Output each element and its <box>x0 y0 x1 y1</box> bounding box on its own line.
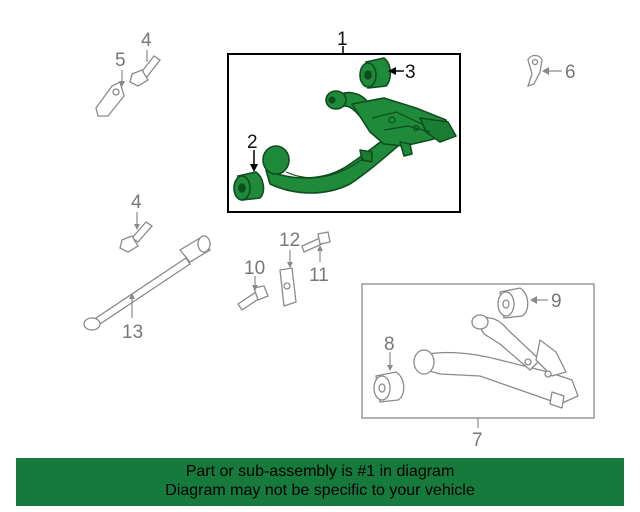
upper-control-arm <box>262 90 457 194</box>
callout-11: 11 <box>309 265 329 286</box>
callout-2: 2 <box>247 132 258 153</box>
bushing-2 <box>233 171 265 201</box>
callout-13: 13 <box>122 322 143 343</box>
arrow-10 <box>252 285 258 291</box>
assembly-1-group[interactable]: 1 <box>227 29 461 213</box>
callout-10: 10 <box>244 258 265 279</box>
arrow-5 <box>119 81 125 87</box>
arrow-8 <box>387 365 393 371</box>
footer-banner: Part or sub-assembly is #1 in diagram Di… <box>16 458 624 506</box>
bushing-8 <box>373 371 405 403</box>
bolt-4-top[interactable] <box>129 55 161 87</box>
arrow-9 <box>530 296 537 304</box>
callout-5: 5 <box>115 50 126 71</box>
callout-12: 12 <box>279 230 300 251</box>
parts-diagram: 1 <box>83 29 595 451</box>
arrow-6 <box>542 67 549 75</box>
callout-6: 6 <box>565 62 576 83</box>
arrow-2 <box>250 164 258 172</box>
bolt-4-left[interactable] <box>119 221 153 253</box>
arrow-11 <box>317 245 323 251</box>
arrow-12 <box>287 262 293 268</box>
callout-1: 1 <box>337 29 348 50</box>
footer-line-1: Part or sub-assembly is #1 in diagram <box>185 463 455 480</box>
arrow-3 <box>388 67 396 75</box>
bushing-9 <box>497 287 529 319</box>
callout-9: 9 <box>551 291 562 312</box>
link-13[interactable] <box>83 235 211 331</box>
plate-12[interactable] <box>279 267 297 307</box>
bolt-10[interactable] <box>237 285 269 311</box>
upper-control-arm-details <box>285 96 431 179</box>
bracket-5[interactable] <box>95 81 125 117</box>
bushing-3 <box>359 57 392 89</box>
callout-3: 3 <box>405 62 416 83</box>
assembly-7-group[interactable]: 7 9 8 <box>361 283 595 451</box>
arrow-4-left <box>134 224 140 230</box>
callout-7: 7 <box>472 430 483 451</box>
callout-8: 8 <box>384 334 395 355</box>
bracket-6[interactable] <box>526 54 543 88</box>
arrow-13 <box>129 293 135 299</box>
callout-4-left: 4 <box>131 192 142 213</box>
bolt-11[interactable] <box>301 231 331 253</box>
lower-control-arm <box>413 314 579 409</box>
callout-4-top: 4 <box>141 30 152 51</box>
footer-line-2: Diagram may not be specific to your vehi… <box>165 482 475 499</box>
